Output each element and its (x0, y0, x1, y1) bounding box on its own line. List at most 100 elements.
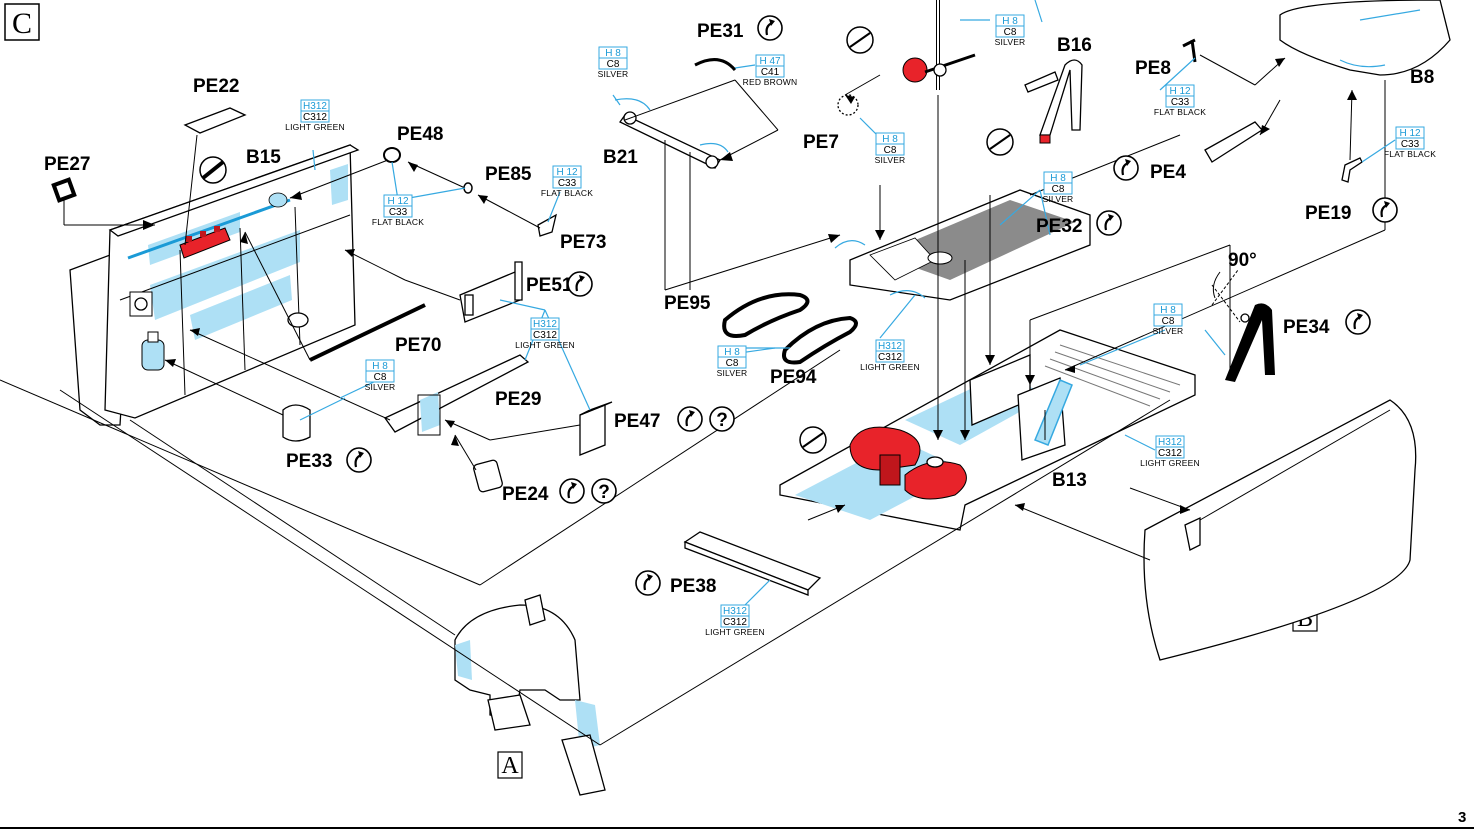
callout-color-name: FLAT BLACK (372, 217, 424, 227)
label-pe32: PE32 (1036, 216, 1082, 237)
sub-letter-a-box: A (497, 751, 523, 779)
bend-arrow-icon (1113, 155, 1139, 181)
callout-h-code: H 8 (372, 361, 388, 372)
frame-pe34 (1225, 303, 1275, 382)
callout-color-name: LIGHT GREEN (705, 627, 765, 637)
callout-h-code: H312 (878, 341, 902, 352)
callout-h-code: H 8 (605, 48, 621, 59)
step-letter-box: C (4, 3, 40, 41)
bend-arrow-icon (677, 406, 703, 432)
svg-text:?: ? (716, 410, 728, 431)
callout-h-code: H 47 (759, 56, 781, 67)
callout-h-code: H312 (723, 606, 747, 617)
callout-c-code: C312 (1158, 448, 1182, 459)
callout-h-code: H 8 (882, 134, 898, 145)
callout-color-name: RED BROWN (743, 77, 798, 87)
callout-c-code: C33 (1171, 97, 1190, 108)
label-b13: B13 (1052, 470, 1087, 491)
plate-pe32 (834, 189, 1091, 301)
label-pe85: PE85 (485, 164, 532, 185)
question-icon: ? (709, 406, 735, 432)
label-pe4: PE4 (1150, 162, 1186, 183)
plate-pe24 (473, 459, 503, 493)
bracket-pe51 (459, 261, 523, 323)
callout-c-code: C8 (607, 59, 620, 70)
bulkhead-b15 (69, 144, 360, 426)
callout-h-code: H 12 (1399, 128, 1421, 139)
callout-h-code: H 12 (387, 196, 409, 207)
svg-text:?: ? (598, 482, 610, 503)
label-pe94: PE94 (770, 367, 817, 388)
callout-c-code: C312 (723, 617, 747, 628)
arrow-heads (143, 58, 1357, 514)
callout-h-code: H 8 (724, 347, 740, 358)
label-pe8: PE8 (1135, 58, 1171, 79)
part-pe19 (1341, 157, 1363, 183)
callout-c-code: C312 (303, 112, 327, 123)
part-pe73 (537, 213, 557, 237)
part-a-frame (454, 594, 606, 796)
sub-letter-a: A (501, 753, 519, 779)
handle-b16 (1024, 59, 1083, 144)
bend-arrow-icon (1345, 309, 1371, 335)
label-pe47: PE47 (614, 411, 660, 432)
callout-c-code: C8 (726, 358, 739, 369)
callout-color-name: FLAT BLACK (1384, 149, 1436, 159)
callout-color-name: LIGHT GREEN (860, 362, 920, 372)
callout-c-code: C8 (374, 372, 387, 383)
tube-pe33 (282, 404, 311, 442)
label-pe38: PE38 (670, 576, 716, 597)
washer-pe48 (383, 147, 401, 163)
bend-arrow-icon (757, 15, 783, 41)
callout-c-code: C8 (1162, 316, 1175, 327)
label-pe29: PE29 (495, 389, 541, 410)
callout-h-code: H 12 (1169, 86, 1191, 97)
floor-b13 (779, 329, 1196, 531)
label-pe48: PE48 (397, 124, 443, 145)
bend-arrow-icon (1096, 210, 1122, 236)
label-pe7: PE7 (803, 132, 839, 153)
plate-pe22 (183, 107, 247, 134)
rod-pe70 (309, 303, 426, 362)
label-pe51: PE51 (526, 275, 573, 296)
pad-pe95 (722, 292, 810, 338)
label-b15: B15 (246, 147, 281, 168)
label-b21: B21 (603, 147, 638, 168)
label-pe34: PE34 (1283, 317, 1330, 338)
label-pe19: PE19 (1305, 203, 1351, 224)
pad-pe94 (782, 315, 858, 365)
label-pe24: PE24 (502, 484, 549, 505)
bend-icons: ?? (346, 15, 1398, 596)
wire-pe31 (694, 58, 737, 72)
part-pe4 (1204, 121, 1263, 163)
strip-pe29 (384, 354, 530, 436)
callout-h-code: H312 (303, 101, 327, 112)
callout-color-name: SILVER (1153, 326, 1184, 336)
bend-arrow-icon (1372, 197, 1398, 223)
callout-c-code: C312 (533, 330, 557, 341)
callout-color-name: FLAT BLACK (541, 188, 593, 198)
label-pe33: PE33 (286, 451, 332, 472)
rail-pe38 (683, 531, 822, 596)
block-pe47 (579, 401, 613, 456)
seat-b8 (1279, 0, 1451, 76)
part-labels: PE31 PE22 PE48 PE27 B15 PE85 PE73 B21 PE… (44, 21, 1434, 597)
bend-arrow-icon (346, 447, 372, 473)
control-column (837, 0, 976, 116)
callout-color-name: LIGHT GREEN (1140, 458, 1200, 468)
label-pe31: PE31 (697, 21, 744, 42)
callout-h-code: H 12 (556, 167, 578, 178)
callout-color-name: LIGHT GREEN (515, 340, 575, 350)
callout-color-name: SILVER (598, 69, 629, 79)
callout-color-name: SILVER (1043, 194, 1074, 204)
